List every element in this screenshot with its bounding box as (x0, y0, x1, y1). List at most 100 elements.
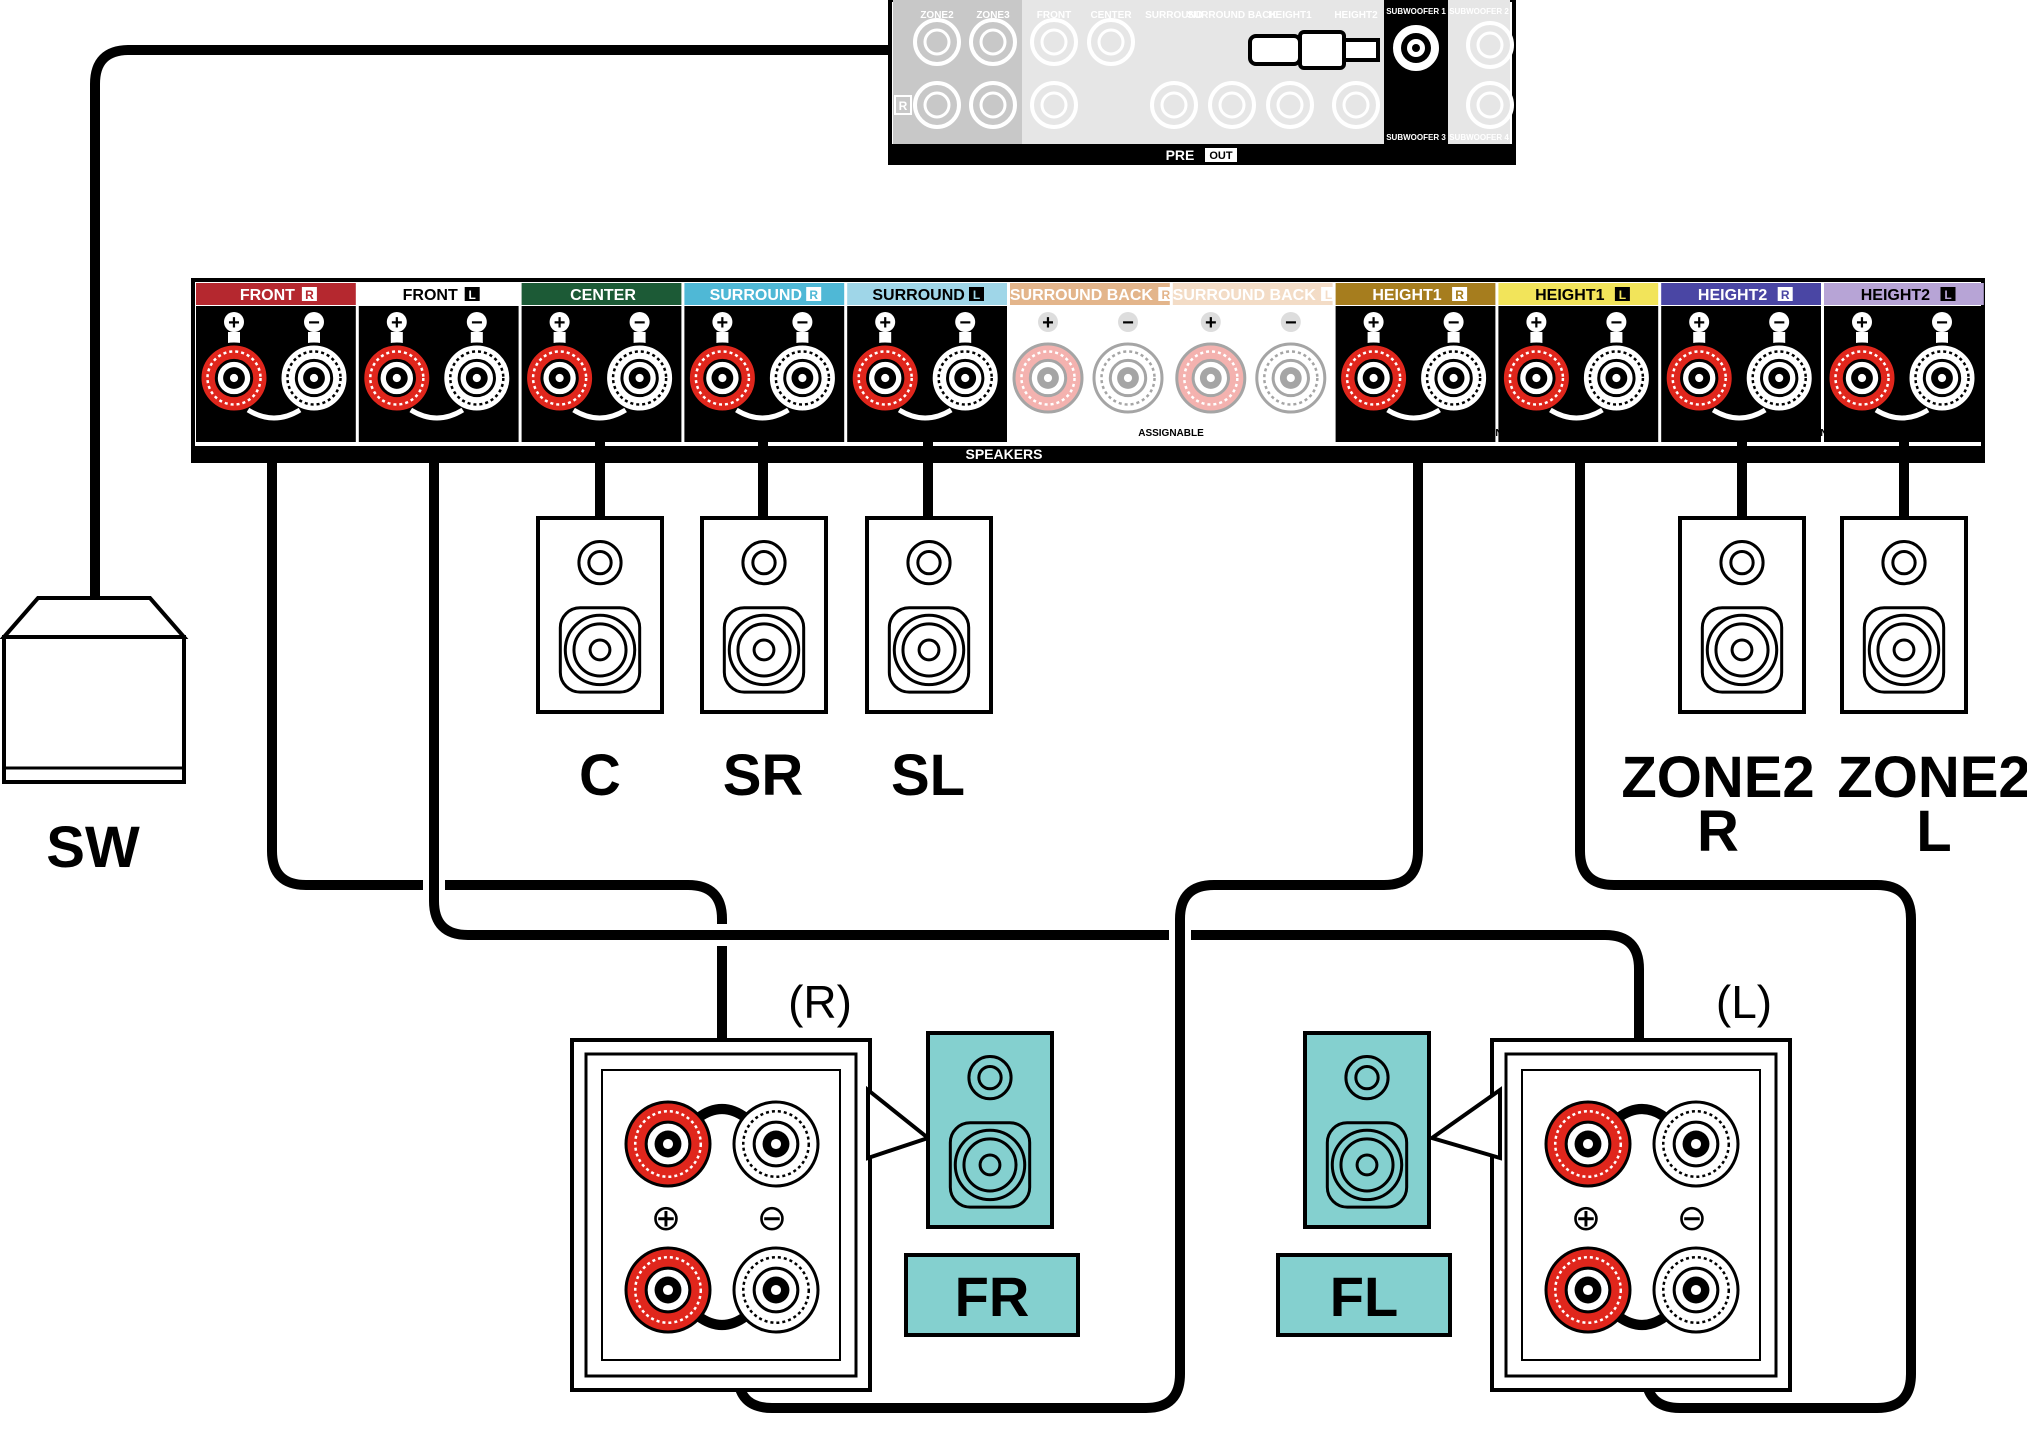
woofer-surround (1339, 1137, 1395, 1193)
channel-side-badge (301, 287, 317, 301)
terminal-loop (246, 407, 302, 421)
subwoofer-top (0, 596, 189, 639)
minus-marker (1769, 312, 1790, 332)
plus-marker (1526, 312, 1547, 332)
terminal-positive (524, 342, 596, 414)
tweeter-inner (1891, 549, 1917, 576)
terminal-pin (1690, 1284, 1702, 1296)
channel-header (684, 283, 845, 305)
channel-header-text: SURROUND BACK (1010, 287, 1154, 304)
surround-right-speaker (700, 516, 828, 714)
height1-l-negative-cable (1575, 420, 1916, 1413)
woofer-surround (572, 622, 628, 678)
terminal-loop (1386, 407, 1441, 421)
preout-zone-block (893, 0, 1022, 144)
preout-jack-top-inner (1097, 28, 1125, 56)
plus-marker (1363, 312, 1384, 332)
woofer-frame (948, 1121, 1032, 1209)
terminal-knurl (1100, 350, 1156, 406)
terminal-negative (1092, 342, 1164, 414)
terminal-ring (1271, 358, 1310, 398)
fl-label: FL (1330, 1265, 1398, 1328)
biwire-panel (601, 1069, 841, 1361)
terminal-negative (1906, 342, 1978, 414)
front-l-positive-cable (429, 420, 1644, 1060)
terminal-pin (718, 373, 727, 383)
biwire-top-loop (695, 1104, 749, 1123)
tweeter-outer (906, 540, 952, 586)
fr-label: FR (955, 1265, 1030, 1328)
subwoofer-cable (90, 45, 1262, 600)
fr-label-box (904, 1253, 1080, 1337)
biwire-terminal-pos-bottom (624, 1246, 712, 1334)
minus-marker-text: − (797, 312, 809, 334)
terminal-knurl (1263, 350, 1319, 406)
tweeter-outer (1881, 540, 1927, 586)
plus-marker (224, 312, 244, 332)
minus-marker (955, 312, 976, 332)
preout-jack-bottom-inner (1276, 91, 1304, 119)
terminal-negative (441, 342, 513, 414)
woofer-surround (901, 622, 957, 678)
fl-callout-pointer (1427, 1086, 1502, 1161)
terminal-pin (1857, 373, 1867, 383)
zone2-right-label-line2: R (1697, 799, 1739, 864)
terminal-positive (1500, 342, 1572, 414)
surround-right-label: SR (723, 743, 804, 808)
rca-plug-tip (1342, 38, 1380, 62)
channel-side-badge (806, 287, 822, 301)
biwire-minus: ⊖ (1677, 1197, 1707, 1238)
woofer-frame (1325, 1121, 1409, 1209)
channel-header (847, 283, 1007, 305)
plus-marker-text: + (1856, 312, 1868, 334)
biwire-bottom-loop (695, 1311, 749, 1330)
terminal-stem (1447, 332, 1460, 346)
front-r-positive-cable (267, 420, 727, 1058)
woofer-frame (722, 606, 806, 694)
front-left-speaker (1303, 1031, 1431, 1229)
woofer-cone (892, 613, 966, 687)
sub4-label: SUBWOOFER 4 (1449, 133, 1509, 142)
preout-jack-bottom-inner (1160, 91, 1188, 119)
terminal-positive (198, 342, 270, 414)
front-right-speaker (926, 1031, 1054, 1229)
zone2-left-label-line2: L (1916, 799, 1951, 864)
terminal-knurl (1183, 350, 1239, 406)
plus-marker-text: + (228, 312, 240, 334)
terminal-pin (662, 1284, 674, 1296)
minus-marker-text: − (1448, 312, 1460, 334)
tweeter-inner (916, 549, 942, 576)
height1-r-negative-cable (733, 420, 1423, 1413)
preout-jack-top (1466, 21, 1514, 69)
zone2-left-speaker (1840, 516, 1968, 714)
preout-jack-top-inner (979, 28, 1007, 56)
terminal-ring (1191, 358, 1230, 398)
center-speaker (536, 516, 664, 714)
channel-body (1010, 306, 1170, 442)
channel-body (1172, 306, 1333, 442)
terminal-knurl (1020, 350, 1076, 406)
woofer-frame (1862, 606, 1946, 694)
sub2-label: SUBWOOFER 2 (1449, 7, 1509, 16)
woofer-cap (978, 1153, 1002, 1177)
woofer-cap (917, 638, 941, 662)
terminal-negative (1580, 342, 1652, 414)
terminal-negative (604, 342, 676, 414)
woofer-cap (1892, 638, 1916, 662)
minus-marker (1118, 312, 1138, 332)
plus-marker-text: + (1368, 312, 1380, 334)
terminal-stem (1856, 332, 1868, 346)
plus-marker-text: + (1531, 312, 1543, 334)
terminal-negative (1743, 342, 1815, 414)
terminal-negative (1418, 342, 1490, 414)
preout-label: ZONE3 (976, 10, 1010, 21)
preout-jack-bottom (913, 81, 961, 129)
preout-label: FRONT (1037, 10, 1071, 21)
rca-plug-collar (1298, 30, 1346, 70)
channel-header (1172, 283, 1333, 305)
plus-marker-text: + (1042, 312, 1054, 334)
minus-marker (1280, 312, 1301, 332)
